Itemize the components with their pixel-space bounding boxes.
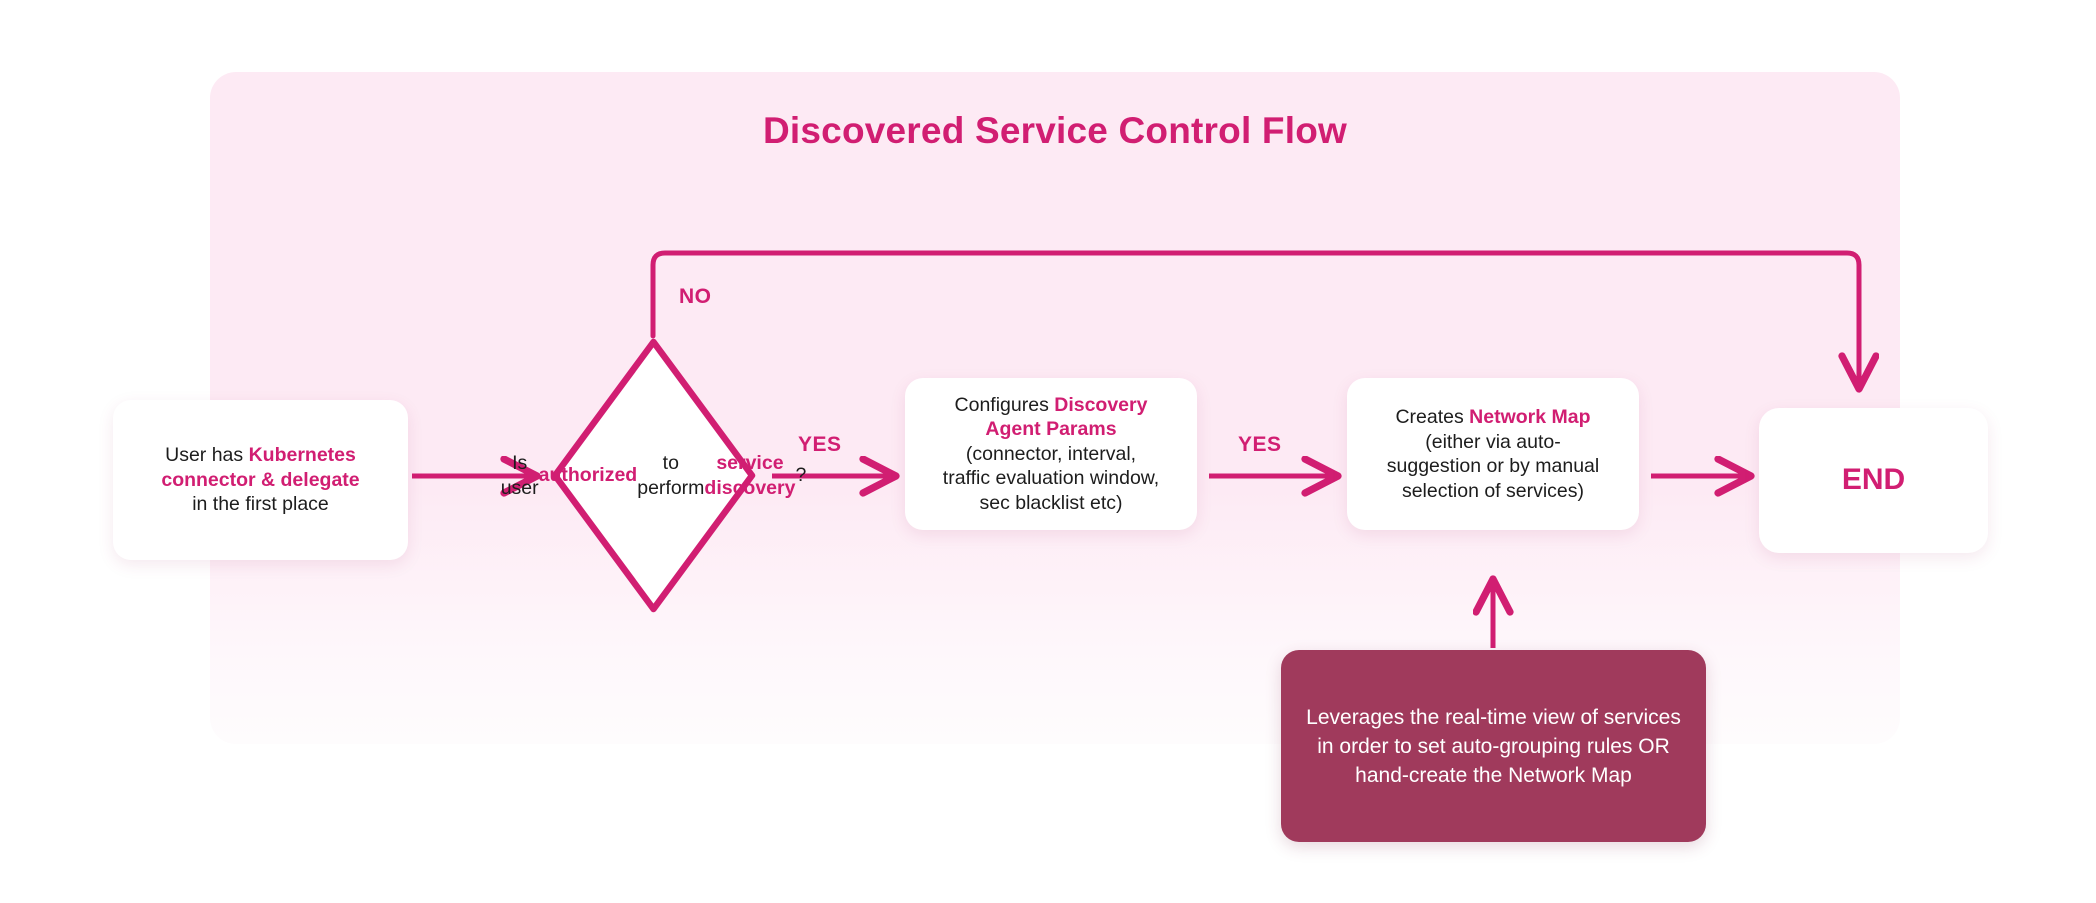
node-create-network-map[interactable]: Creates Network Map(either via auto-sugg…	[1347, 378, 1639, 530]
node-network-map-annotation-label: Leverages the real-time view of services…	[1306, 705, 1681, 787]
node-end-terminator[interactable]: END	[1759, 408, 1988, 553]
edge-label-yes-2: YES	[1238, 433, 1282, 456]
node-end-terminator-label: END	[1841, 463, 1906, 497]
node-network-map-annotation[interactable]: Leverages the real-time view of services…	[1281, 650, 1706, 842]
edge-label-yes-1: YES	[798, 433, 842, 456]
edge-label-no: NO	[679, 285, 712, 308]
page-title: Discovered Service Control Flow	[763, 110, 1347, 151]
diamond-shape	[551, 338, 756, 613]
node-create-network-map-label: Creates Network Map(either via auto-sugg…	[1386, 406, 1600, 502]
